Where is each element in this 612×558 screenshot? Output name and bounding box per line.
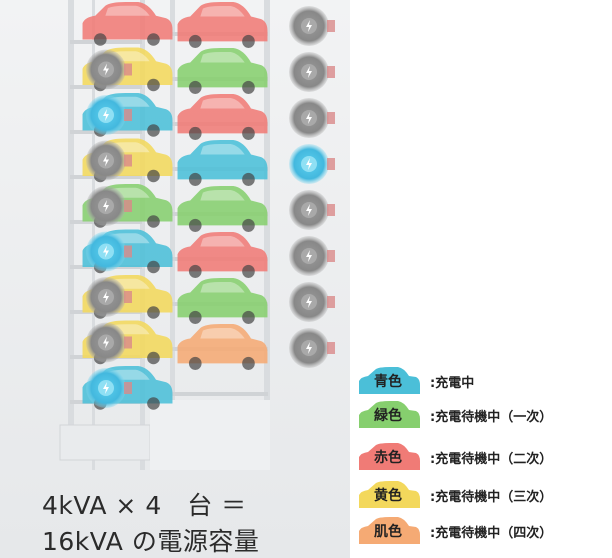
lightning-bolt-icon xyxy=(103,245,109,258)
car-icon xyxy=(177,94,268,140)
legend-item-green: 緑色 :充電待機中（一次） xyxy=(352,398,610,432)
legend-description: :充電待機中（三次） xyxy=(430,490,553,505)
charger-charging-icon xyxy=(86,368,132,408)
frame-post xyxy=(170,0,175,470)
lightning-bolt-icon xyxy=(306,204,312,216)
lightning-bolt-icon xyxy=(306,112,312,124)
legend-label: 緑色 xyxy=(374,408,402,424)
charger-idle-icon xyxy=(86,277,132,317)
lightning-bolt-icon xyxy=(306,250,312,262)
lightning-bolt-icon xyxy=(306,66,312,78)
lightning-bolt-icon xyxy=(103,109,109,121)
charger-charging-icon xyxy=(86,95,132,135)
lightning-bolt-icon xyxy=(306,20,312,32)
charger-idle-icon xyxy=(289,236,335,276)
lightning-bolt-icon xyxy=(306,342,312,354)
charger-idle-icon xyxy=(86,49,132,90)
legend-description: :充電待機中（四次） xyxy=(430,526,553,541)
charger-charging-icon xyxy=(289,144,335,184)
legend-item-skin: 肌色 :充電待機中（四次） xyxy=(352,514,610,548)
lightning-bolt-icon xyxy=(103,63,109,76)
charger-idle-icon xyxy=(289,6,335,46)
lightning-bolt-icon xyxy=(103,291,109,303)
car-icon xyxy=(177,232,268,278)
legend-item-blue: 青色 :充電中 xyxy=(352,364,610,398)
car-icon xyxy=(82,2,173,46)
legend-label: 青色 xyxy=(374,374,402,390)
charger-idle-icon xyxy=(289,328,335,368)
legend-description: :充電待機中（二次） xyxy=(430,452,553,467)
car-icon xyxy=(177,140,268,186)
car-icon xyxy=(359,443,420,470)
charger-idle-icon xyxy=(289,190,335,230)
car-icon xyxy=(177,186,268,232)
lightning-bolt-icon xyxy=(103,200,109,212)
charger-idle-icon xyxy=(86,140,132,181)
charger-idle-icon xyxy=(289,282,335,322)
car-icon xyxy=(359,517,420,544)
legend-label: 肌色 xyxy=(374,524,402,540)
charger-charging-icon xyxy=(86,231,132,272)
lightning-bolt-icon xyxy=(103,336,109,349)
frame-post xyxy=(92,0,95,470)
charger-idle-icon xyxy=(86,322,132,363)
legend-item-yellow: 黄色 :充電待機中（三次） xyxy=(352,478,610,512)
tower-base xyxy=(59,424,151,461)
car-icon xyxy=(359,481,420,508)
frame-post xyxy=(68,0,74,460)
charger-idle-icon xyxy=(289,98,335,138)
capacity-caption-line2: 16kVA の電源容量 xyxy=(42,527,260,556)
charger-column xyxy=(86,6,335,408)
legend-description: :充電待機中（一次） xyxy=(430,410,553,425)
car-icon xyxy=(177,2,268,48)
capacity-caption-line1: 4kVA × 4 台 ＝ xyxy=(42,491,247,520)
parking-tower-illustration xyxy=(0,0,350,558)
shelf xyxy=(172,392,268,396)
lightning-bolt-icon xyxy=(103,382,109,394)
legend-label: 黄色 xyxy=(374,488,402,504)
lightning-bolt-icon xyxy=(103,154,109,167)
car-icon xyxy=(177,278,268,324)
lightning-bolt-icon xyxy=(306,158,312,170)
legend-label: 赤色 xyxy=(374,450,402,466)
car-icon xyxy=(177,48,268,94)
entrance-floor xyxy=(150,400,270,470)
lightning-bolt-icon xyxy=(306,296,312,308)
charger-idle-icon xyxy=(86,186,132,226)
car-icon xyxy=(359,367,420,394)
legend-item-red: 赤色 :充電待機中（二次） xyxy=(352,440,610,474)
charger-idle-icon xyxy=(289,52,335,92)
car-icon xyxy=(177,324,268,370)
car-icon xyxy=(359,401,420,428)
legend-description: :充電中 xyxy=(430,376,475,391)
